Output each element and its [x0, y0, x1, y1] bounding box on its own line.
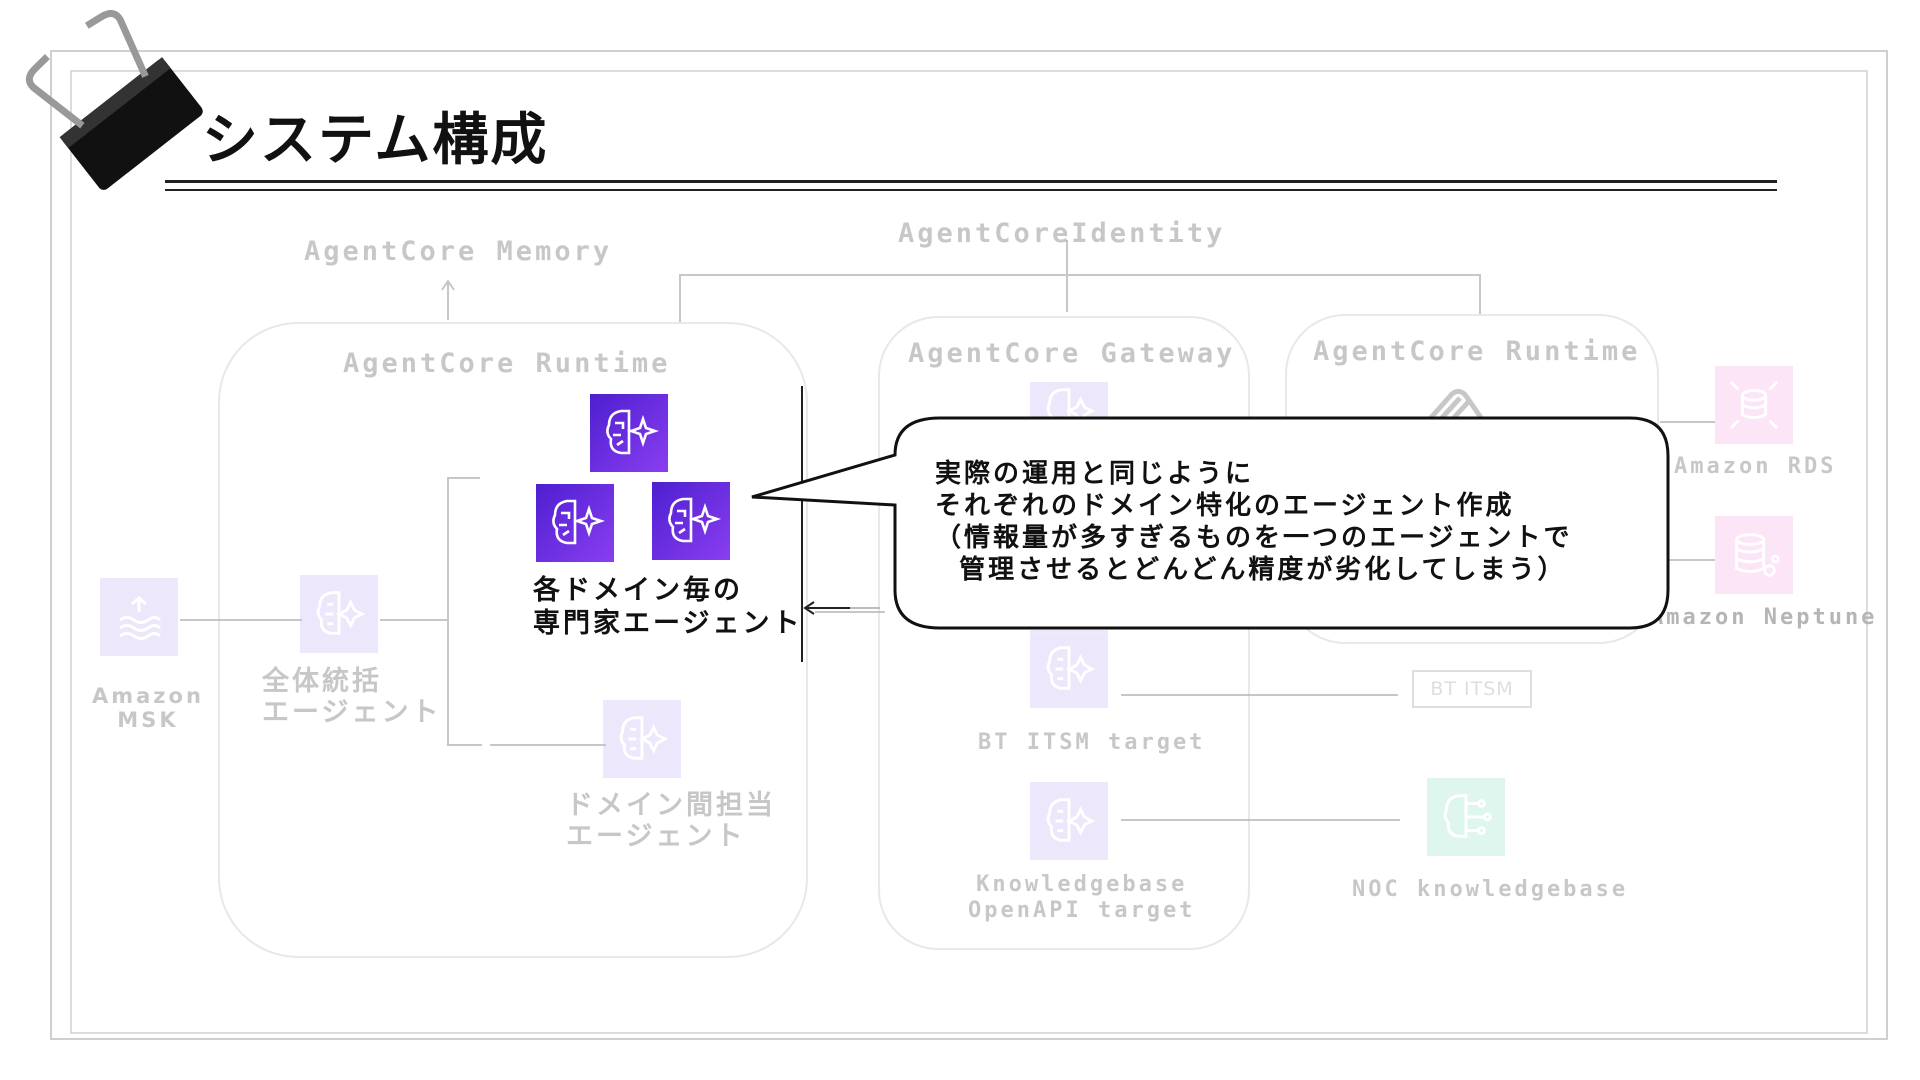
expert-agents-label: 各ドメイン毎の 専門家エージェント [533, 575, 803, 639]
gateway-box [878, 316, 1250, 950]
inner-frame [70, 70, 1868, 1034]
expert-agent-icon-left [536, 484, 614, 562]
memory-arrow-head [441, 279, 455, 291]
callout-text: 実際の運用と同じように それぞれのドメイン特化のエージェント作成 （情報量が多す… [935, 459, 1573, 585]
amazon-msk-icon [100, 578, 178, 656]
rds-label: Amazon RDS [1674, 454, 1837, 479]
title-rule-bottom [165, 189, 1777, 191]
gateway-top-agent-icon [1030, 382, 1108, 422]
outer-frame [50, 50, 1888, 1040]
supervisor-agent-label: 全体統括 エージェント [262, 666, 442, 729]
supervisor-agent-icon [300, 575, 378, 653]
runtime-left-label: AgentCore Runtime [343, 348, 671, 379]
bt-itsm-box-label: BT ITSM [1430, 678, 1514, 700]
ai-knowledge-icon [1427, 778, 1505, 856]
memory-label: AgentCore Memory [304, 236, 613, 267]
runtime-right-label: AgentCore Runtime [1313, 336, 1641, 367]
cross-domain-agent-icon [603, 700, 681, 778]
identity-line [679, 274, 1481, 322]
title-rule-top [165, 180, 1777, 183]
cross-domain-agent-label: ドメイン間担当 エージェント [566, 790, 776, 853]
kb-target-icon [1030, 782, 1108, 860]
gateway-label: AgentCore Gateway [908, 338, 1236, 369]
branch-bracket [447, 477, 482, 746]
expert-gateway-arrowhead [803, 601, 815, 615]
runtime-left-box [218, 322, 808, 958]
bt-itsm-target-icon [1030, 630, 1108, 708]
slide-title: システム構成 [202, 108, 549, 173]
neptune-label: Amazon Neptune [1650, 605, 1878, 630]
msk-label: Amazon MSK [92, 684, 204, 733]
amazon-neptune-icon [1715, 516, 1793, 594]
bt-itsm-target-label: BT ITSM target [978, 730, 1206, 755]
identity-label: AgentCoreIdentity [898, 218, 1226, 249]
binder-clip-icon [25, 10, 203, 190]
bt-itsm-box: BT ITSM [1412, 670, 1532, 708]
expert-agent-icon-top [590, 394, 668, 472]
amazon-rds-icon [1715, 366, 1793, 444]
kb-target-label: Knowledgebase OpenAPI target [968, 872, 1196, 923]
noc-kb-label: NOC knowledgebase [1352, 877, 1629, 902]
expert-agent-icon-right [652, 482, 730, 560]
